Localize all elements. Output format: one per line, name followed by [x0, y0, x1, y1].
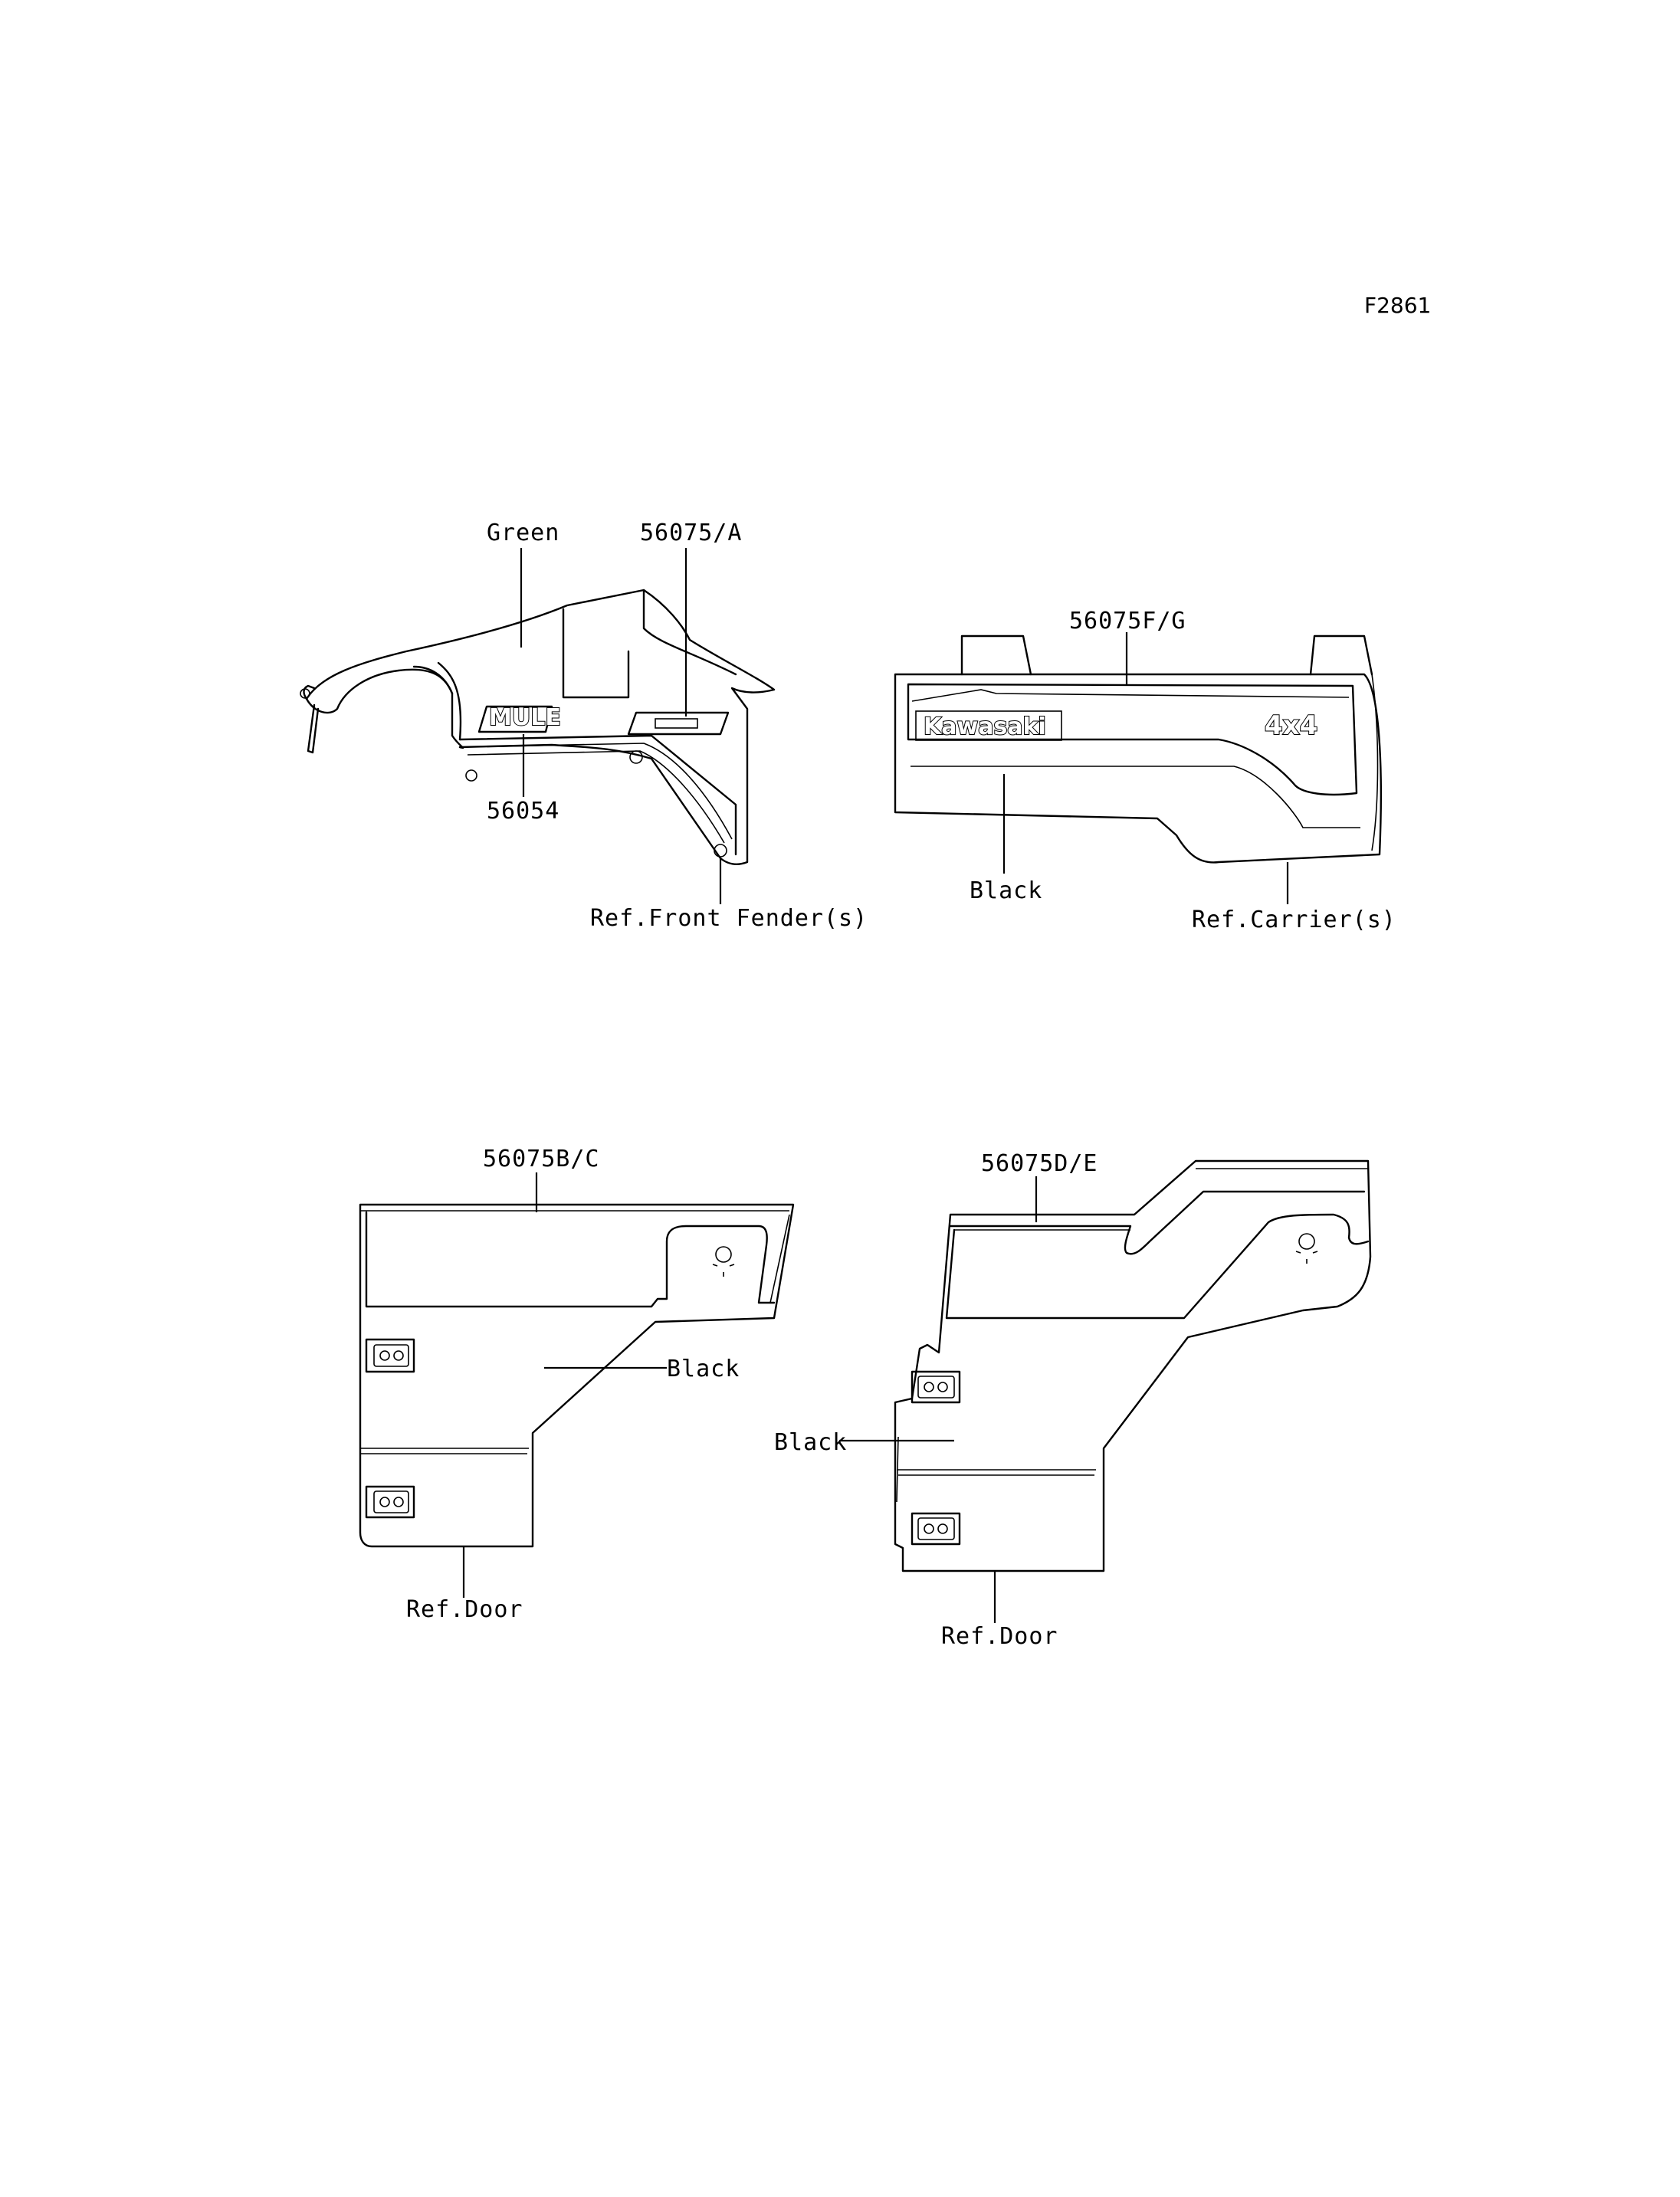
label-56054: 56054 [487, 798, 559, 825]
label-56075-de: 56075D/E [981, 1150, 1098, 1177]
label-black-door-right: Black [774, 1429, 847, 1456]
label-56075-a: 56075/A [640, 520, 742, 546]
front-fender: MULE [300, 589, 776, 865]
label-black-carrier: Black [970, 877, 1042, 904]
label-ref-carrier: Ref.Carrier(s) [1192, 907, 1396, 933]
door-left [359, 1203, 795, 1548]
kawasaki-decal-text: Kawasaki [924, 713, 1046, 740]
label-black-door-left: Black [667, 1356, 740, 1382]
label-ref-door-right: Ref.Door [941, 1623, 1058, 1650]
label-ref-door-left: Ref.Door [406, 1596, 523, 1623]
label-56075-fg: 56075F/G [1069, 608, 1186, 635]
figure-code: F2861 [1364, 293, 1431, 318]
carrier: Kawasaki 4x4 [894, 635, 1382, 864]
four-by-four-decal-text: 4x4 [1265, 710, 1317, 741]
door-right [894, 1159, 1372, 1572]
mule-decal-text: MULE [489, 704, 561, 731]
label-ref-front-fender: Ref.Front Fender(s) [590, 905, 868, 932]
label-56075-bc: 56075B/C [483, 1146, 600, 1172]
label-green: Green [487, 520, 559, 546]
